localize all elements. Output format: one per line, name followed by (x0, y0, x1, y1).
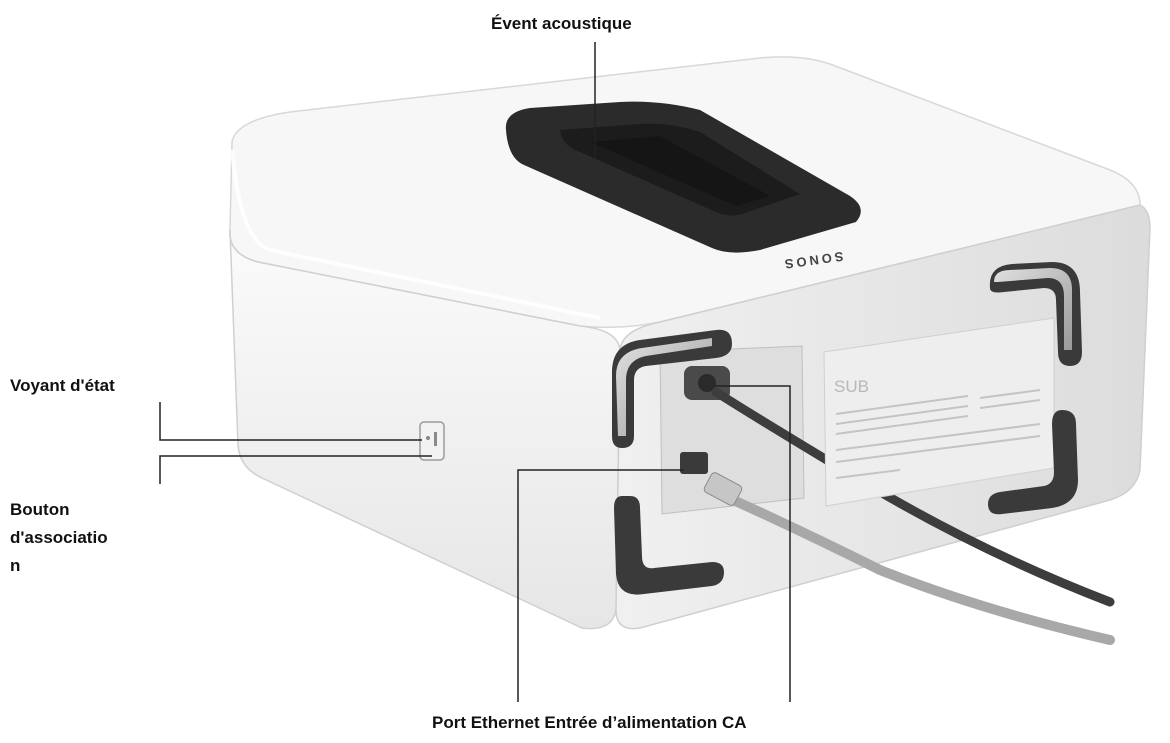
foot-lower-right (988, 410, 1078, 515)
status-light-label: Voyant d'état (10, 376, 115, 395)
join-button-label-line: n (10, 556, 21, 575)
leader-lines (159, 42, 791, 702)
foot-lower-left (614, 496, 724, 595)
foot-upper-left (612, 329, 732, 448)
model-name: SUB (834, 377, 869, 396)
status-light (426, 436, 430, 440)
ethernet-socket (680, 452, 708, 474)
join-button (434, 432, 437, 446)
rating-fine-print (835, 389, 1041, 479)
ac-power-leader (714, 385, 791, 702)
join-button-label: Bouton d'associatio n (10, 496, 108, 580)
subwoofer-body: SONOS SUB (229, 56, 1151, 645)
foot-upper-right (989, 262, 1082, 366)
edge-highlight (230, 149, 601, 320)
acoustic-vent-label: Évent acoustique (491, 14, 632, 33)
join-leader (159, 455, 432, 484)
ac-power-input-label: Entrée d’alimentation CA (544, 713, 747, 732)
ethernet-plug (703, 472, 743, 506)
ethernet-port-label: Port Ethernet (432, 713, 540, 732)
ethernet-cable (715, 489, 1115, 645)
join-button-label-line: Bouton (10, 500, 70, 519)
status-light-panel (419, 421, 445, 461)
status-leader (159, 402, 422, 441)
bottom-labels: Port Ethernet Entrée d’alimentation CA (432, 709, 747, 737)
join-button-label-line: d'associatio (10, 528, 108, 547)
ethernet-leader (517, 469, 684, 702)
